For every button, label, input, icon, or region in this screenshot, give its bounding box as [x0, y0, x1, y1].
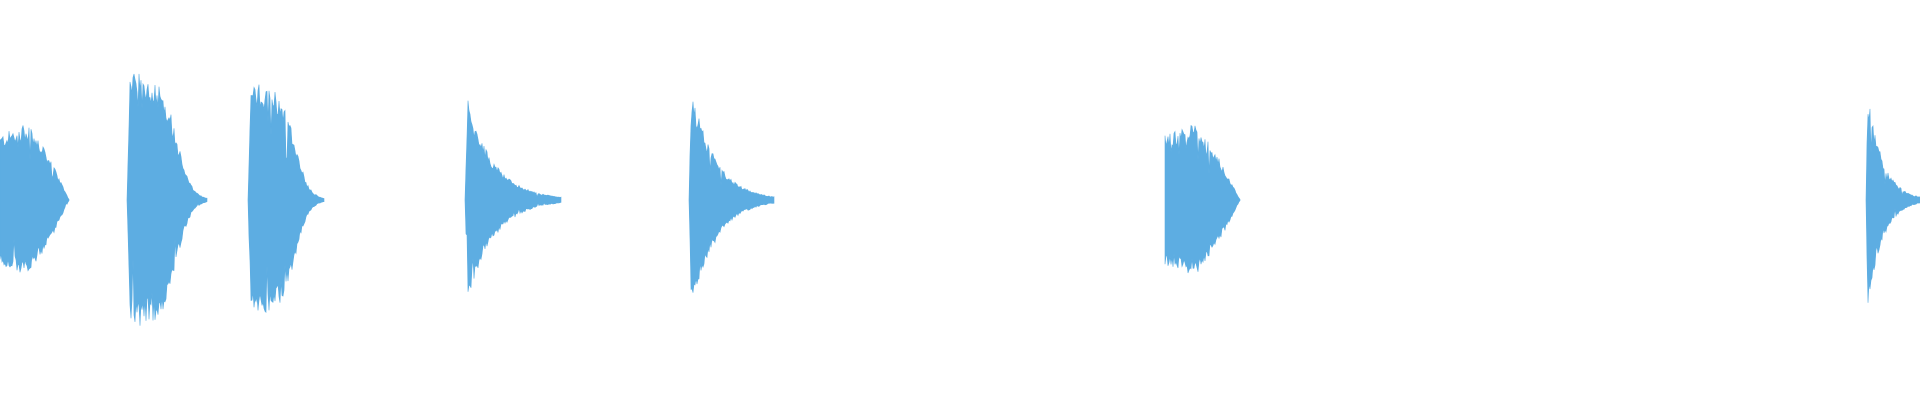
waveform-segment — [464, 100, 562, 292]
waveform-segment — [688, 101, 775, 293]
waveform-segment — [247, 84, 325, 314]
waveform-segment — [0, 125, 70, 273]
waveform-segment — [1164, 124, 1241, 274]
waveform-segment — [126, 73, 208, 326]
waveform-segment — [1865, 108, 1920, 303]
